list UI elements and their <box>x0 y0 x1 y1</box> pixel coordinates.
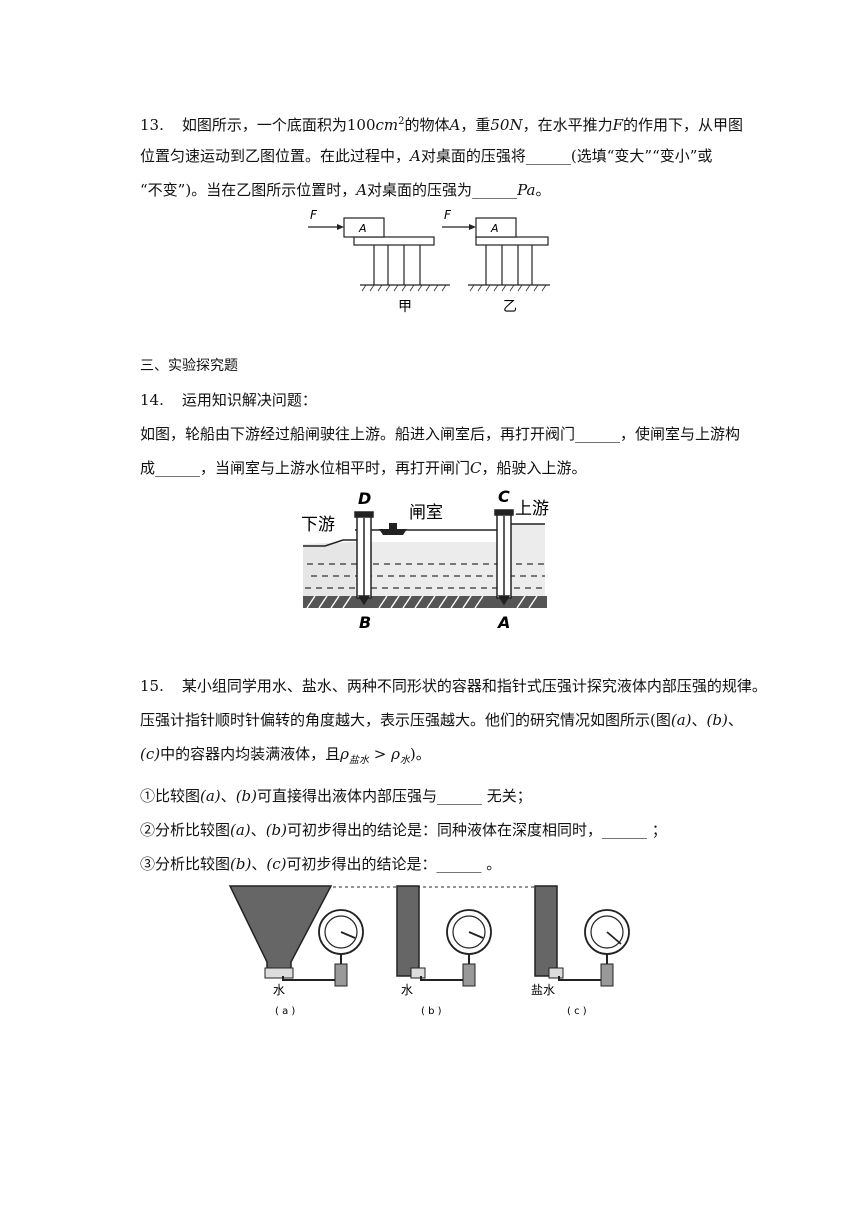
q15-line1: 15.某小组同学用水、盐水、两种不同形状的容器和指针式压强计探究液体内部压强的规… <box>140 677 767 695</box>
valve-b-label: B <box>359 613 371 632</box>
table-left <box>353 236 450 286</box>
force-label: F <box>310 208 318 222</box>
caption-right: 乙 <box>503 299 517 315</box>
force-label: F <box>444 208 452 222</box>
ship <box>379 523 407 535</box>
block-a-left <box>343 217 385 238</box>
q13-line3: “不变”)。当在乙图所示位置时，A对桌面的压强为______Pa。 <box>140 181 551 199</box>
block-label: A <box>358 222 367 235</box>
liquid-label-c: 盐水 <box>531 983 555 997</box>
gate-c-label: C <box>498 487 510 506</box>
q15-item2: ②分析比较图(a)、(b)可初步得出的结论是：同种液体在深度相同时，______… <box>140 821 667 839</box>
q14-line2: 成______，当闸室与上游水位相平时，再打开闸门C，船驶入上游。 <box>140 459 587 477</box>
q14-number: 14. <box>140 391 164 409</box>
gate-d <box>354 511 374 606</box>
water-body <box>303 542 355 602</box>
q14-line1: 如图，轮船由下游经过船闸驶往上游。船进入闸室后，再打开阀门______，使闸室与… <box>140 425 741 443</box>
section-heading: 三、实验探究题 <box>140 358 238 374</box>
block-a-right <box>475 217 517 238</box>
upstream-label: 上游 <box>515 499 549 519</box>
q15-line3: (c)中的容器内均装满液体，且ρ盐水 > ρ水)。 <box>140 745 431 766</box>
q14-intro-line: 14.运用知识解决问题： <box>140 391 317 409</box>
answer-blank[interactable]: ______ <box>155 459 201 477</box>
q15-number: 15. <box>140 677 164 695</box>
downstream-label: 下游 <box>301 515 335 535</box>
caption-b: ( b ) <box>421 1006 442 1017</box>
block-label: A <box>490 222 499 235</box>
chamber-label: 闸室 <box>409 503 443 523</box>
gate-c <box>494 509 514 606</box>
table-right <box>468 236 550 286</box>
liquid-label-a: 水 <box>273 983 285 997</box>
q13-line1: 13.如图所示，一个底面积为100cm2的物体A，重50N，在水平推力F的作用下… <box>140 116 744 134</box>
answer-blank[interactable]: ______ <box>436 855 482 873</box>
q15-line2: 压强计指针顺时针偏转的角度越大，表示压强越大。他们的研究情况如图所示(图(a)、… <box>140 711 743 729</box>
valve-a-label: A <box>496 613 510 632</box>
container-b <box>396 885 492 987</box>
answer-blank[interactable]: ______ <box>437 787 483 805</box>
answer-blank[interactable]: ______ <box>602 821 648 839</box>
q13-number: 13. <box>140 116 164 134</box>
gate-d-label: D <box>358 489 371 508</box>
answer-blank[interactable]: ______ <box>525 147 571 165</box>
container-c <box>534 885 630 987</box>
container-a <box>228 885 364 987</box>
answer-blank[interactable]: ______ <box>575 425 621 443</box>
answer-blank[interactable]: ______ <box>472 181 518 199</box>
q15-figure: 水 ( a ) 水 ( b ) 盐水 ( c ) <box>228 885 630 1017</box>
q15-item3: ③分析比较图(b)、(c)可初步得出的结论是：______ 。 <box>140 855 502 873</box>
q14-lock-figure: D C B A 下游 闸室 上游 <box>301 487 549 632</box>
caption-a: ( a ) <box>275 1006 295 1017</box>
liquid-label-b: 水 <box>401 983 413 997</box>
q13-figure: A F 甲 A F 乙 <box>308 208 550 315</box>
q15-item1: ①比较图(a)、(b)可直接得出液体内部压强与______ 无关； <box>140 787 532 805</box>
caption-c: ( c ) <box>567 1006 587 1017</box>
q13-line2: 位置匀速运动到乙图位置。在此过程中，A对桌面的压强将______(选填“变大”“… <box>140 147 713 165</box>
caption-left: 甲 <box>398 299 412 315</box>
